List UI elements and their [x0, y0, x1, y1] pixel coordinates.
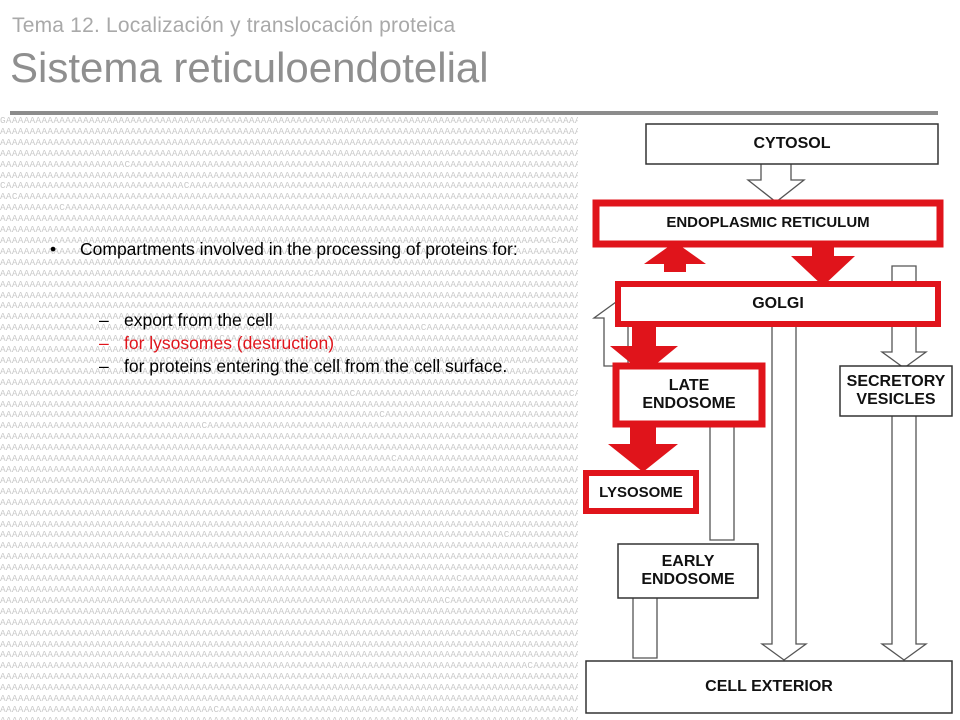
subitem-text: for lysosomes (destruction) [124, 333, 335, 353]
bullet-text-box: • Compartments involved in the processin… [44, 238, 532, 378]
arrow-golgi-to-er [644, 242, 706, 272]
label-late-endosome: LATE ENDOSOME [642, 377, 736, 412]
box-golgi [615, 281, 941, 327]
arrow-golgi-to-exterior [760, 316, 808, 661]
arrow-secretory-to-exterior [880, 406, 928, 661]
label-golgi: GOLGI [752, 295, 804, 312]
protein-sorting-diagram: CYTOSOL ENDOPLASMIC RETICULUM GOLGI LATE… [578, 116, 960, 720]
label-lysosome: LYSOSOME [599, 484, 683, 501]
diagram-svg [578, 116, 960, 720]
red-arrows [608, 242, 855, 472]
label-cell-exterior: CELL EXTERIOR [705, 678, 833, 695]
subitem-entering: – for proteins entering the cell from th… [44, 355, 532, 378]
label-er: ENDOPLASMIC RETICULUM [666, 214, 870, 231]
subitem-lysosomes: – for lysosomes (destruction) [44, 332, 532, 355]
box-secretory [839, 365, 953, 417]
box-cytosol [645, 123, 939, 165]
label-early-endosome: EARLY ENDOSOME [641, 553, 735, 588]
arrow-er-to-golgi [791, 244, 855, 286]
slide-title: Sistema reticuloendotelial [10, 44, 489, 91]
dash: – [99, 333, 109, 353]
dash: – [99, 310, 109, 330]
bullet-dot: • [50, 239, 57, 259]
box-er [592, 199, 944, 248]
box-lysosome [583, 470, 699, 514]
title-divider [10, 111, 938, 115]
box-early-endosome [617, 543, 759, 599]
dash: – [99, 356, 109, 376]
dna-sequence-background: GAAAAAAAAAAAAAAAAAAAAAAAAAAAAAAAAAAAAAAA… [0, 116, 960, 720]
slide-subtitle: Tema 12. Localización y translocación pr… [12, 14, 456, 37]
box-late-endosome [612, 362, 766, 428]
arrow-golgi-to-late [610, 316, 678, 374]
bullet-item: • Compartments involved in the processin… [44, 238, 532, 261]
subitem-export: – export from the cell [44, 309, 532, 332]
box-cell-exterior [585, 660, 953, 714]
arrow-late-to-lysosome [608, 414, 678, 472]
label-cytosol: CYTOSOL [753, 135, 831, 152]
bullet-text: Compartments involved in the processing … [80, 239, 518, 259]
subitem-text: for proteins entering the cell from the … [124, 356, 508, 376]
compartment-boxes [583, 123, 953, 714]
label-secretory-vesicles: SECRETORY VESICLES [846, 373, 946, 408]
subitem-text: export from the cell [124, 310, 273, 330]
